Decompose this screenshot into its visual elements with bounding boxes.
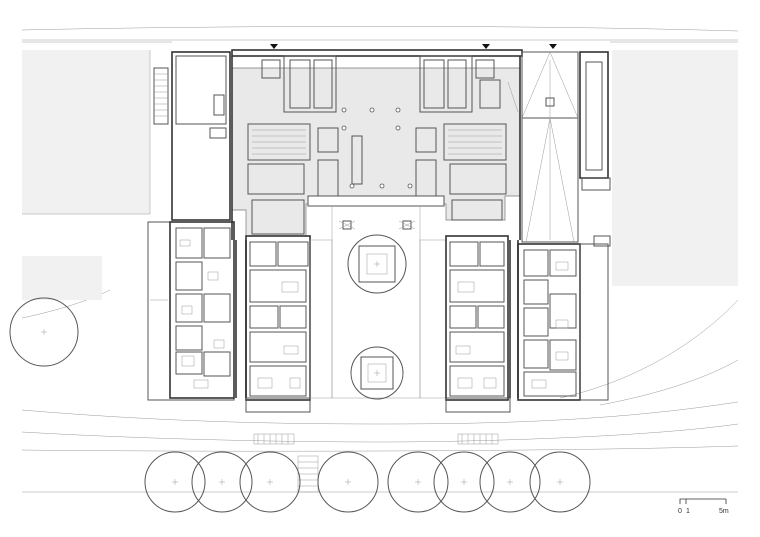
scale-tick-1: 1 <box>686 508 690 515</box>
flats-east-courtyard <box>419 235 519 413</box>
entrance-marker-icon <box>270 44 278 49</box>
external-stair-left <box>153 67 169 125</box>
planter-north <box>347 234 407 294</box>
east-passage <box>521 51 579 243</box>
tree-icon <box>9 297 79 367</box>
benches <box>253 433 499 493</box>
tree-icon <box>529 451 591 513</box>
flats-west-courtyard <box>245 235 333 413</box>
tree-icon <box>191 451 253 513</box>
scale-tick-0: 0 <box>678 508 682 515</box>
service-block-right <box>579 51 611 247</box>
tree-icon <box>144 451 206 513</box>
street-context <box>21 26 739 493</box>
courtyard-table-icon <box>398 220 416 230</box>
tree-icon <box>317 451 379 513</box>
entrance-marker-icon <box>549 44 557 49</box>
entrance-marker-icon <box>482 44 490 49</box>
entrance-markers <box>270 44 557 49</box>
scale-bar: 0 1 5m <box>678 498 729 515</box>
neighbour-block-left <box>22 50 151 300</box>
central-hall <box>231 67 521 237</box>
planter-south <box>350 346 404 400</box>
trees <box>9 297 591 513</box>
courtyard <box>331 206 421 400</box>
tree-icon <box>387 451 449 513</box>
tree-icon <box>239 451 301 513</box>
neighbour-block-right <box>612 50 738 286</box>
courtyard-table-icon <box>338 220 356 230</box>
tree-icon <box>479 451 541 513</box>
west-wing <box>147 221 247 401</box>
east-wing <box>517 243 609 401</box>
tree-icon <box>433 451 495 513</box>
scale-tick-5m: 5m <box>719 508 729 515</box>
service-lane-left <box>171 51 231 221</box>
